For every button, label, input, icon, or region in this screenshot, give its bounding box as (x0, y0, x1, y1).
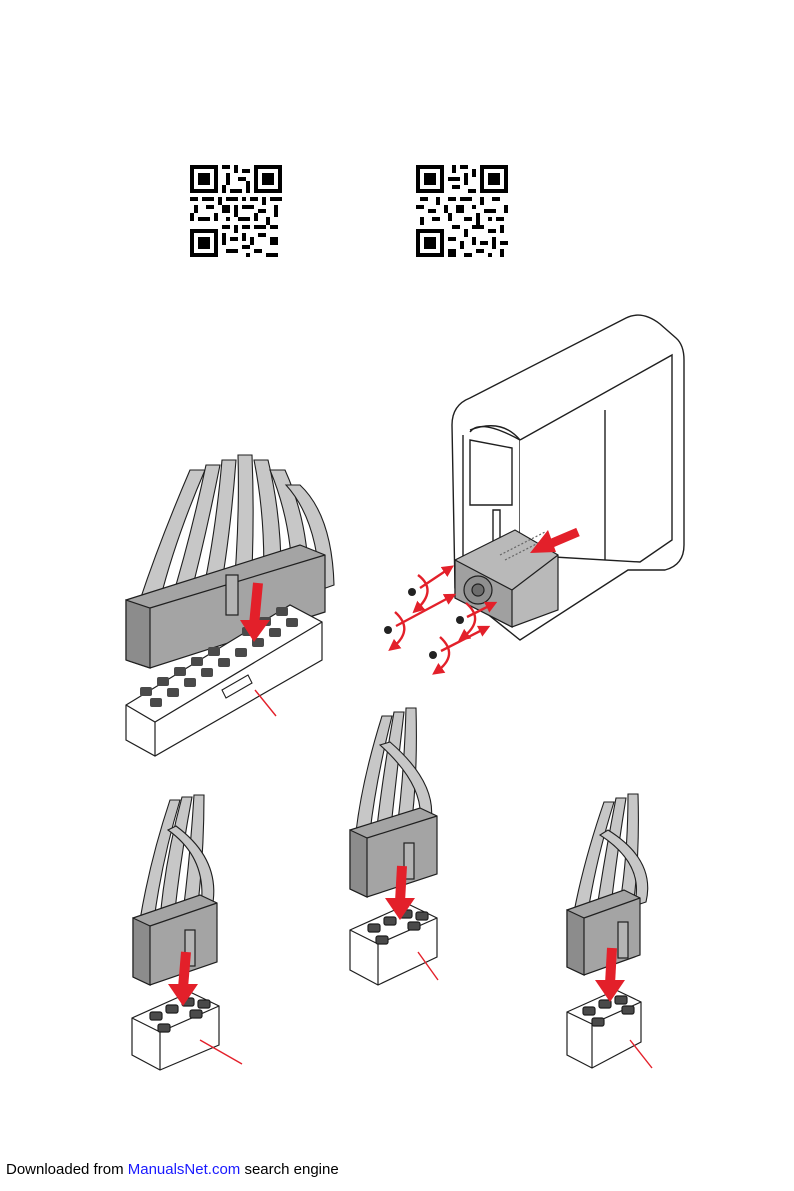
installation-illustration (0, 0, 794, 1120)
footer-suffix: search engine (240, 1161, 338, 1178)
callout-line (630, 1040, 652, 1068)
callout-line (200, 1040, 242, 1064)
download-footer: Downloaded from ManualsNet.com search en… (6, 1161, 339, 1178)
insert-arrow-icon (183, 952, 186, 988)
pcie-6pin-header (567, 990, 641, 1068)
insert-arrow-icon (400, 866, 402, 902)
callout-line (255, 690, 276, 716)
manualsnet-link[interactable]: ManualsNet.com (128, 1161, 241, 1178)
pcie-power-header (350, 904, 437, 985)
insert-arrow-icon (254, 583, 258, 625)
footer-prefix: Downloaded from (6, 1161, 128, 1178)
insert-arrow-icon (610, 948, 612, 984)
cpu-power-header (132, 992, 219, 1070)
